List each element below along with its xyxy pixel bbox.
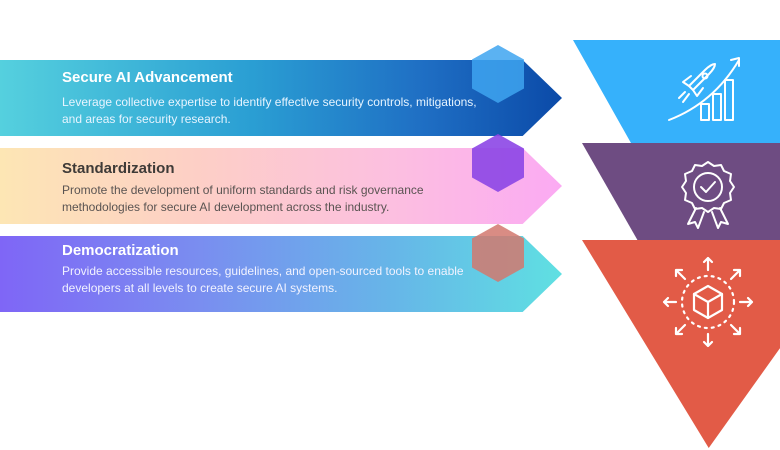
- pillar-description: Provide accessible resources, guidelines…: [62, 264, 464, 295]
- award-badge-check-icon: [681, 161, 735, 229]
- pillar-description: Promote the development of uniform stand…: [62, 183, 424, 214]
- cube-distribution-icon: [662, 256, 754, 348]
- pillar-title: Standardization: [62, 160, 175, 177]
- pillar-title: Democratization: [62, 242, 179, 259]
- pillar-arrow-secure-ai-advancement: Secure AI Advancement Leverage collectiv…: [0, 60, 562, 136]
- pillar-title: Secure AI Advancement: [62, 69, 233, 86]
- pillar-arrow-democratization: Democratization Provide accessible resou…: [0, 236, 562, 312]
- pillar-arrow-standardization: Standardization Promote the development …: [0, 148, 562, 224]
- pillar-description: Leverage collective expertise to identif…: [62, 95, 477, 126]
- rocket-growth-chart-icon: [668, 57, 740, 121]
